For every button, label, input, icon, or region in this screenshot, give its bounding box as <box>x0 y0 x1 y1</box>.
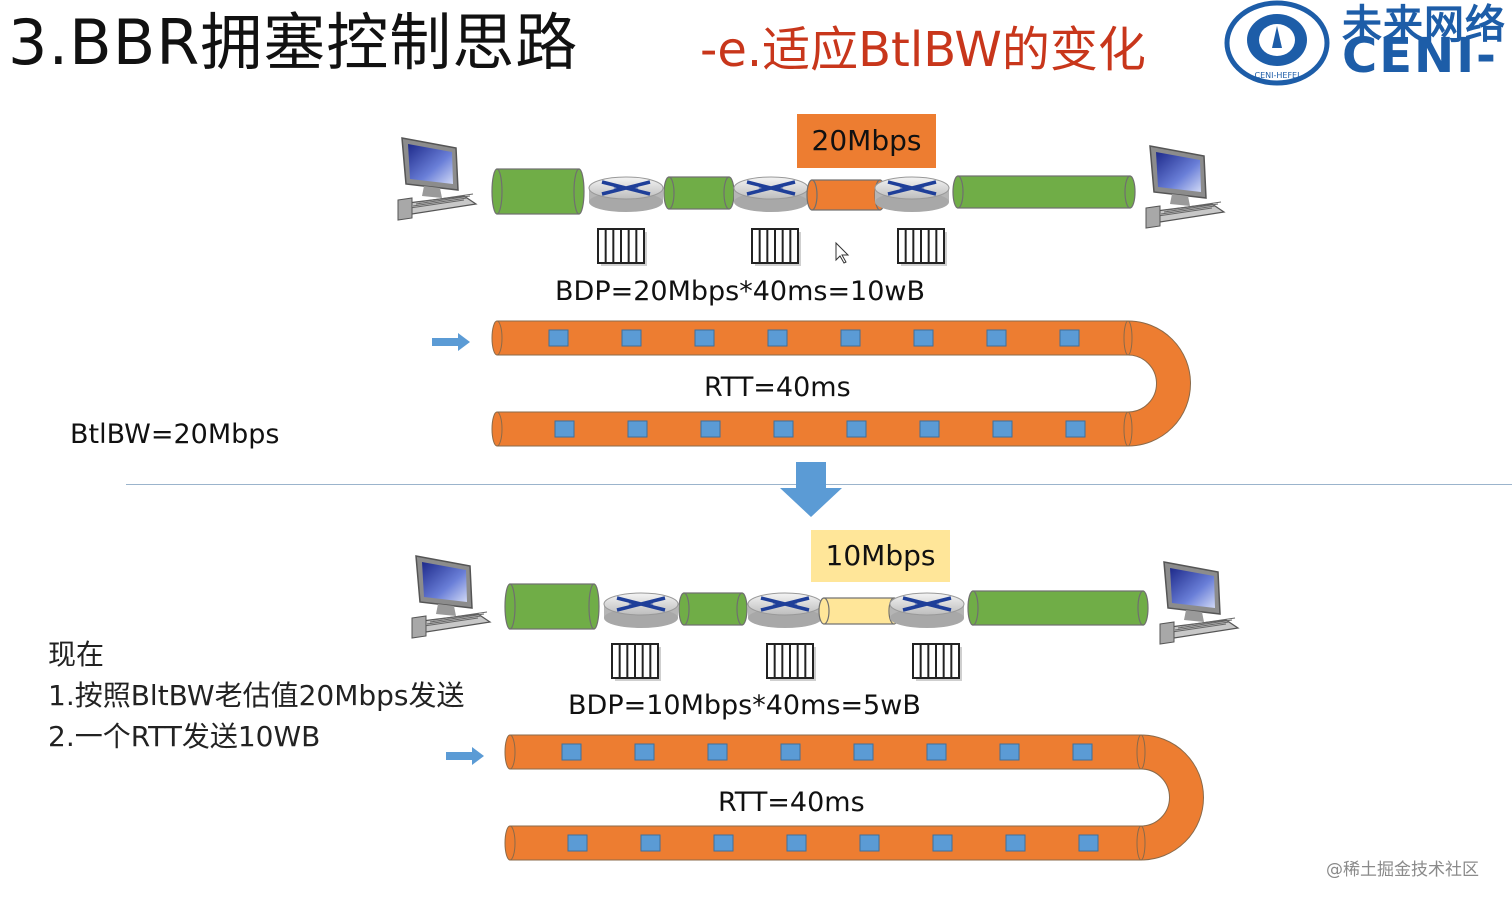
arrow-down-icon <box>780 462 842 517</box>
packet <box>627 420 648 438</box>
packet <box>1072 743 1093 761</box>
bottleneck-rate-top: 20Mbps <box>797 114 936 168</box>
link-green <box>678 592 748 626</box>
packet <box>919 420 940 438</box>
ceni-seal-logo: CENI-HEFEI <box>1224 0 1330 86</box>
note-text: 现在 1.按照BltBW老估值20Mbps发送 2.一个RTT发送10WB <box>48 634 465 757</box>
btlbw-label: BtlBW=20Mbps <box>70 419 280 450</box>
seal-text: CENI-HEFEI <box>1255 71 1300 80</box>
packet <box>853 743 874 761</box>
packet <box>932 834 953 852</box>
router-icon <box>588 176 664 212</box>
packet <box>548 329 569 347</box>
packet <box>859 834 880 852</box>
packet <box>700 420 721 438</box>
packet <box>1059 329 1080 347</box>
queue-buffer-icon <box>766 643 816 681</box>
packet <box>1078 834 1099 852</box>
router-icon <box>747 592 823 628</box>
mouse-cursor-icon <box>835 241 850 264</box>
packet <box>773 420 794 438</box>
queue-buffer-icon <box>597 228 647 266</box>
link-green <box>663 176 735 210</box>
computer-icon <box>1159 561 1240 645</box>
note-line-1: 现在 <box>48 638 105 671</box>
slide-title: 3.BBR拥塞控制思路 <box>8 6 579 79</box>
router-icon <box>889 592 965 628</box>
packet <box>840 329 861 347</box>
packet <box>999 743 1020 761</box>
packet <box>846 420 867 438</box>
queue-buffer-icon <box>751 228 801 266</box>
logo-en-text: CENI- <box>1342 28 1498 84</box>
computer-icon <box>397 137 478 221</box>
packet <box>986 329 1007 347</box>
bottleneck-link-bottom <box>818 597 900 625</box>
link-green <box>504 583 600 630</box>
packet <box>640 834 661 852</box>
packet <box>634 743 655 761</box>
packet <box>786 834 807 852</box>
computer-icon <box>411 555 492 639</box>
arrow-right-icon <box>432 333 470 351</box>
packet <box>567 834 588 852</box>
packet <box>926 743 947 761</box>
link-green <box>491 168 585 215</box>
note-line-2: 1.按照BltBW老估值20Mbps发送 <box>48 679 465 712</box>
queue-buffer-icon <box>912 643 962 681</box>
link-green <box>952 175 1136 209</box>
bdp-label-bottom: BDP=10Mbps*40ms=5wB <box>568 690 921 721</box>
packet <box>767 329 788 347</box>
link-green <box>967 590 1149 626</box>
packet <box>621 329 642 347</box>
computer-icon <box>1145 145 1226 229</box>
rtt-label-top: RTT=40ms <box>704 372 851 403</box>
router-icon <box>874 176 950 212</box>
note-line-3: 2.一个RTT发送10WB <box>48 720 321 753</box>
logo-cn-text: 未来网络 <box>1342 2 1506 48</box>
packet <box>713 834 734 852</box>
router-icon <box>603 592 679 628</box>
arrow-right-icon <box>446 747 484 765</box>
packet <box>1065 420 1086 438</box>
queue-buffer-icon <box>897 228 947 266</box>
packet <box>694 329 715 347</box>
bdp-label-top: BDP=20Mbps*40ms=10wB <box>555 276 926 307</box>
packet <box>992 420 1013 438</box>
bottleneck-rate-bottom: 10Mbps <box>811 530 950 582</box>
packet <box>554 420 575 438</box>
router-icon <box>733 176 809 212</box>
rtt-pipe-top <box>491 320 1191 447</box>
packet <box>913 329 934 347</box>
queue-buffer-icon <box>611 643 661 681</box>
bottleneck-link-top <box>806 179 886 211</box>
slide-subtitle: -e.适应BtlBW的变化 <box>700 22 1146 78</box>
packet <box>707 743 728 761</box>
packet <box>561 743 582 761</box>
packet <box>1005 834 1026 852</box>
rtt-label-bottom: RTT=40ms <box>718 787 865 818</box>
watermark: @稀土掘金技术社区 <box>1326 860 1479 880</box>
rtt-pipe-bottom <box>504 734 1204 861</box>
packet <box>780 743 801 761</box>
